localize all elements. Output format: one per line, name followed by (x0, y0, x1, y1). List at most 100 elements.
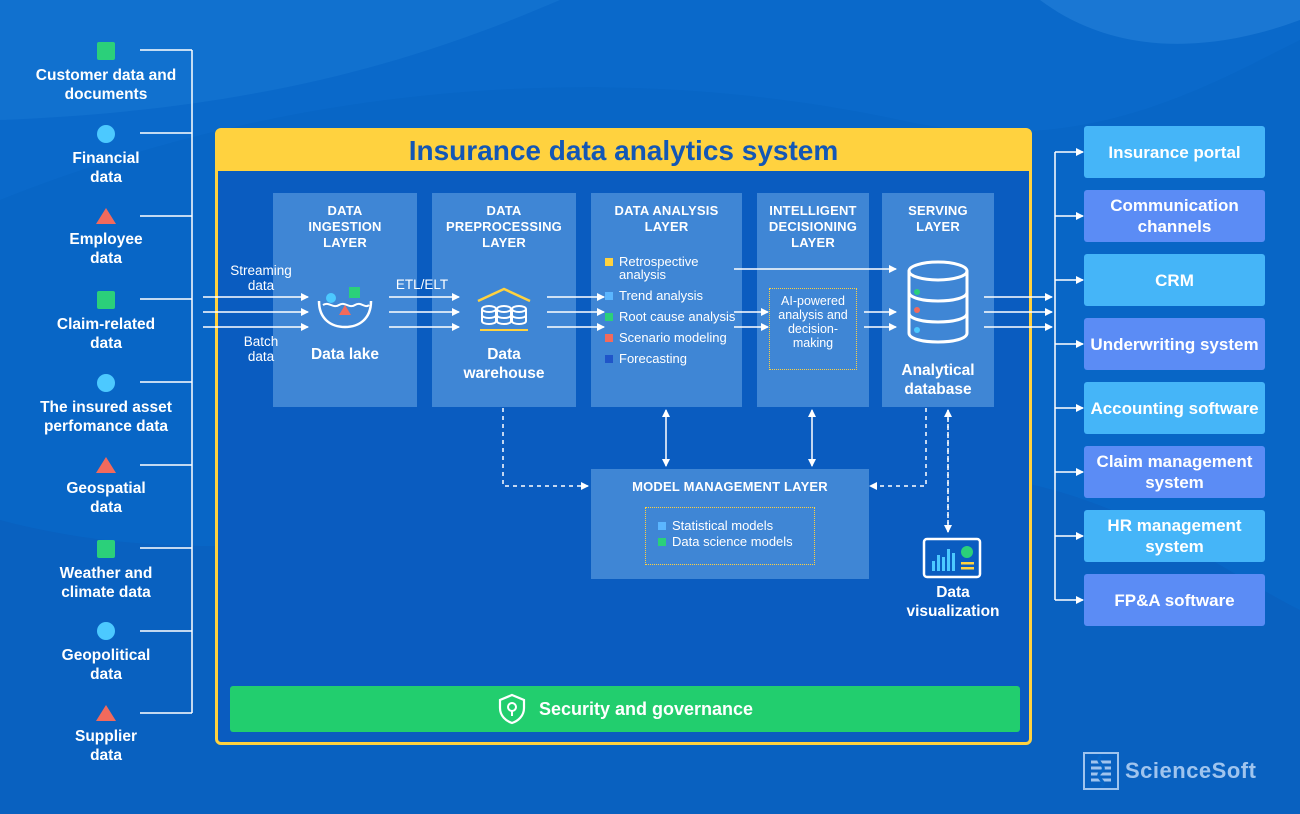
output-system: CRM (1084, 254, 1265, 306)
output-system: Claim management system (1084, 446, 1265, 498)
analysis-item-label: Forecasting (619, 351, 687, 366)
serving-layer: SERVING LAYER Analytical database (882, 193, 994, 407)
model-list: Statistical models Data science models (645, 507, 815, 565)
output-label: Claim management system (1096, 452, 1253, 492)
security-governance-bar: Security and governance (230, 686, 1020, 732)
source-label: Geospatial data (66, 480, 146, 516)
analysis-item-label: Scenario modeling (619, 330, 727, 345)
data-visualization-icon (922, 537, 982, 579)
ai-decision-label: AI-powered analysis and decision-making (778, 294, 848, 350)
triangle-icon (96, 705, 116, 721)
output-label: Communication channels (1110, 196, 1239, 236)
output-system: Underwriting system (1084, 318, 1265, 370)
model-item: Data science models (658, 534, 814, 550)
ai-decision-box: AI-powered analysis and decision-making (769, 288, 857, 370)
database-icon (907, 260, 969, 344)
output-system: Communication channels (1084, 190, 1265, 242)
bullet-icon (605, 292, 613, 300)
source-label: Customer data and documents (35, 67, 177, 103)
source-item: Supplier data (20, 705, 192, 765)
source-label: Financial data (72, 150, 140, 186)
bullet-icon (658, 522, 666, 530)
shield-icon (498, 693, 526, 725)
circle-icon (97, 125, 115, 143)
source-label: The insured asset perfomance data (40, 399, 172, 435)
data-visualization-label: Data visualization (906, 584, 1000, 620)
square-icon (97, 42, 115, 60)
output-system: Insurance portal (1084, 126, 1265, 178)
model-management-layer: MODEL MANAGEMENT LAYER Statistical model… (591, 469, 869, 579)
analysis-layer: DATA ANALYSIS LAYER Retrospective analys… (591, 193, 742, 407)
brand-name: ScienceSoft (1125, 758, 1257, 783)
source-item: Geospatial data (20, 457, 192, 517)
bullet-icon (605, 355, 613, 363)
triangle-icon (96, 208, 116, 224)
analytical-database-label: Analytical database (901, 362, 975, 398)
model-item: Statistical models (658, 518, 814, 534)
output-label: CRM (1155, 270, 1194, 290)
source-label: Supplier data (74, 728, 137, 764)
analysis-item: Trend analysis (605, 289, 745, 302)
sciencesoft-logo-icon (1083, 752, 1119, 790)
data-warehouse-label: Data warehouse (463, 346, 545, 382)
model-item-label: Statistical models (672, 518, 774, 533)
analysis-item: Root cause analysis (605, 310, 745, 323)
output-label: Insurance portal (1108, 142, 1241, 162)
decisioning-layer-title: INTELLIGENT DECISIONING LAYER (768, 203, 858, 250)
source-item: The insured asset perfomance data (20, 374, 192, 436)
analysis-item-label: Retrospective analysis (619, 254, 699, 282)
triangle-icon (96, 457, 116, 473)
system-title-bar: Insurance data analytics system (218, 131, 1029, 171)
bullet-icon (605, 334, 613, 342)
analysis-item: Retrospective analysis (605, 255, 745, 281)
analysis-list: Retrospective analysis Trend analysis Ro… (605, 255, 745, 373)
output-label: HR management system (1107, 516, 1242, 556)
batch-data-label: Batch data (243, 334, 279, 364)
model-item-label: Data science models (672, 534, 793, 549)
analysis-item: Scenario modeling (605, 331, 745, 344)
source-item: Weather and climate data (20, 540, 192, 602)
ingestion-layer: DATA INGESTION LAYER Data lake (273, 193, 417, 407)
source-label: Claim-related data (56, 316, 156, 352)
output-label: FP&A software (1114, 590, 1235, 610)
analysis-item: Forecasting (605, 352, 745, 365)
preprocessing-layer-title: DATA PREPROCESSING LAYER (445, 203, 562, 250)
security-label: Security and governance (538, 698, 754, 719)
square-icon (97, 291, 115, 309)
circle-icon (97, 622, 115, 640)
system-title: Insurance data analytics system (408, 135, 839, 166)
square-icon (97, 540, 115, 558)
source-label: Employee data (69, 231, 143, 267)
output-label: Accounting software (1090, 398, 1259, 418)
output-system: HR management system (1084, 510, 1265, 562)
data-lake-label: Data lake (310, 346, 380, 363)
brand-logo: ScienceSoft (1083, 752, 1256, 790)
source-item: Employee data (20, 208, 192, 268)
source-item: Claim-related data (20, 291, 192, 353)
source-item: Customer data and documents (20, 42, 192, 104)
source-label: Weather and climate data (59, 565, 153, 601)
source-label: Geopolitical data (61, 647, 151, 683)
source-item: Financial data (20, 125, 192, 187)
analysis-layer-title: DATA ANALYSIS LAYER (614, 203, 719, 234)
ingestion-layer-title: DATA INGESTION LAYER (308, 203, 382, 250)
data-lake-icon (317, 287, 373, 329)
circle-icon (97, 374, 115, 392)
etl-elt-label: ETL/ELT (395, 277, 449, 292)
output-system: FP&A software (1084, 574, 1265, 626)
decisioning-layer: INTELLIGENT DECISIONING LAYER AI-powered… (757, 193, 869, 407)
serving-layer-title: SERVING LAYER (908, 203, 968, 234)
bullet-icon (605, 258, 613, 266)
model-management-title: MODEL MANAGEMENT LAYER (632, 479, 828, 494)
output-system: Accounting software (1084, 382, 1265, 434)
output-label: Underwriting system (1090, 334, 1259, 354)
data-warehouse-icon (477, 287, 531, 331)
bullet-icon (658, 538, 666, 546)
bullet-icon (605, 313, 613, 321)
source-item: Geopolitical data (20, 622, 192, 684)
analysis-item-label: Root cause analysis (619, 309, 736, 324)
analysis-item-label: Trend analysis (619, 288, 704, 303)
